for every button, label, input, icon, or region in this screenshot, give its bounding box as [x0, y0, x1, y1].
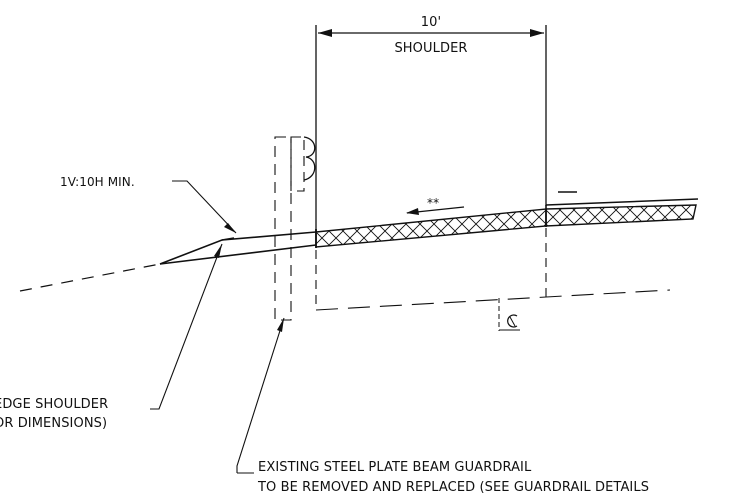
dimension-arrow-right-icon: [530, 29, 544, 37]
guardrail-note-line2: TO BE REMOVED AND REPLACED (SEE GUARDRAI…: [257, 480, 649, 495]
guardrail-callout: EXISTING STEEL PLATE BEAM GUARDRAIL TO B…: [236, 317, 649, 495]
shoulder-dimension: 10' SHOULDER: [315, 15, 547, 232]
guardrail-blockout: [290, 136, 305, 192]
dimension-arrow-left-icon: [318, 29, 332, 37]
dimension-width-label: 10': [421, 15, 441, 30]
travel-lane-top-line: [545, 198, 699, 206]
existing-ground-line: [19, 263, 161, 292]
embankment: [159, 231, 317, 265]
shoulder-label: SHOULDER: [394, 41, 467, 56]
travel-lane-pavement-hatch: [545, 204, 697, 227]
edge-shoulder-leader-line: [150, 243, 223, 410]
guardrail-beam-icon: [303, 136, 316, 181]
fill-bottom-line: [159, 244, 317, 265]
slope-label: 1V:10H MIN.: [60, 175, 135, 189]
slope-leader-line: [172, 180, 237, 234]
centerline-marker: [498, 298, 520, 331]
centerline-symbol-icon: [507, 314, 518, 328]
subgrade-bottom-line: [315, 289, 671, 311]
cross-slope-note: **: [427, 196, 439, 210]
guardrail-note-line1: EXISTING STEEL PLATE BEAM GUARDRAIL: [258, 460, 532, 475]
guardrail-leader-line: [236, 317, 285, 473]
centerline-symbol-slash: [509, 316, 516, 327]
existing-guardrail: [274, 136, 316, 321]
subgrade-limits: [315, 228, 671, 311]
edge-shoulder-note-line1: EDGE SHOULDER: [0, 397, 108, 412]
shoulder-pavement-hatch: [315, 208, 547, 248]
slope-leader-arrow-icon: [224, 223, 236, 233]
guardrail-post: [274, 136, 292, 321]
cross-slope-arrow: **: [406, 196, 465, 215]
slope-break-line: [221, 237, 235, 241]
pavement-section: [315, 191, 699, 248]
edge-shoulder-leader-arrow-icon: [214, 244, 222, 258]
cross-slope-arrowhead-icon: [406, 208, 419, 215]
guardrail-leader-arrow-icon: [277, 318, 284, 332]
edge-shoulder-note-line2: OR DIMENSIONS): [0, 416, 107, 431]
edge-shoulder-callout: EDGE SHOULDER OR DIMENSIONS): [0, 243, 223, 431]
slope-callout: 1V:10H MIN.: [60, 175, 237, 234]
